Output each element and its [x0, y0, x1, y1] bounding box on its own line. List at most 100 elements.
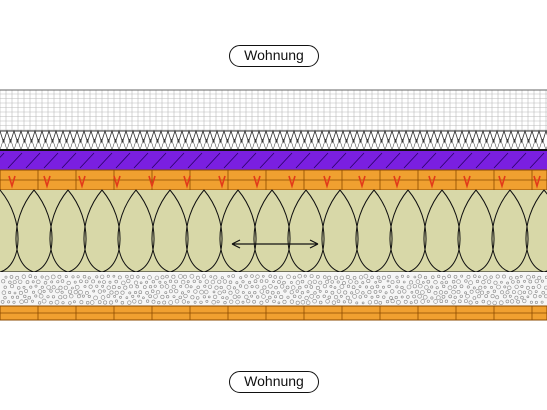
- gravel-pebble: [12, 280, 17, 285]
- gravel-pebble: [378, 289, 382, 293]
- gravel-pebble: [213, 294, 218, 300]
- gravel-pebble: [451, 280, 456, 284]
- gravel-pebble: [318, 289, 322, 293]
- gravel-pebble: [25, 280, 30, 284]
- gravel-pebble: [520, 295, 524, 300]
- gravel-pebble: [102, 289, 106, 293]
- gravel-pebble: [58, 285, 63, 290]
- gravel-pebble: [270, 290, 275, 295]
- gravel-pebble: [426, 279, 431, 284]
- gravel-pebble: [333, 286, 337, 289]
- gravel-pebble: [364, 294, 368, 298]
- gravel-pebble: [37, 301, 42, 305]
- gravel-pebble: [522, 298, 527, 304]
- gravel-pebble: [148, 294, 152, 299]
- nail-marker: [428, 175, 436, 189]
- room-label-top: Wohnung: [229, 45, 319, 67]
- gravel-pebble: [400, 295, 404, 299]
- gravel-pebble: [325, 279, 330, 284]
- gravel-pebble: [106, 294, 111, 298]
- gravel-pebble: [466, 274, 471, 279]
- gravel-pebble: [376, 275, 381, 280]
- gravel-pebble: [537, 275, 542, 280]
- gravel-pebble: [171, 274, 176, 279]
- gravel-pebble: [113, 294, 117, 298]
- gravel-pebble: [430, 296, 434, 300]
- gravel-pebble: [522, 290, 527, 294]
- gravel-pebble: [402, 280, 406, 284]
- timber-board-top-joints: [0, 170, 547, 190]
- gravel-pebble: [108, 280, 112, 284]
- gravel-pebble: [143, 285, 147, 289]
- gravel-pebble: [544, 294, 547, 299]
- grid-background: [0, 90, 547, 131]
- gravel-pebble: [389, 296, 393, 300]
- gravel-pebble: [121, 280, 126, 286]
- gravel-pebble: [57, 274, 62, 279]
- gravel-pebble: [79, 300, 84, 305]
- gravel-pebble: [164, 284, 170, 289]
- gravel-pebble: [178, 295, 183, 300]
- gravel-pebble: [366, 278, 371, 283]
- nail-marker: [463, 175, 471, 189]
- gravel-pebble: [304, 295, 309, 301]
- gravel-pebble: [164, 281, 167, 284]
- gravel-pebble: [17, 286, 21, 290]
- gravel-pebble: [402, 289, 407, 294]
- gravel-pebble: [300, 300, 306, 305]
- gravel-pebble: [538, 294, 542, 298]
- gravel-pebble: [514, 295, 519, 300]
- gravel-pebble: [298, 295, 302, 299]
- gravel-pebble: [220, 276, 224, 280]
- gravel-pebble: [515, 275, 519, 280]
- gravel-pebble: [100, 274, 105, 279]
- gravel-pebble: [481, 299, 485, 304]
- gravel-pebble: [412, 284, 417, 289]
- gravel-pebble: [265, 289, 270, 294]
- gravel-pebble: [486, 290, 490, 294]
- gravel-pebble: [19, 299, 24, 304]
- gravel-pebble: [444, 299, 449, 303]
- gravel-pebble: [78, 289, 83, 295]
- gravel-pebble: [395, 285, 399, 289]
- gravel-pebble: [502, 294, 507, 299]
- gravel-pebble: [159, 284, 164, 289]
- gravel-pebble: [370, 285, 374, 290]
- gravel-pebble: [346, 284, 351, 288]
- gravel-pebble: [447, 274, 452, 279]
- gravel-pebble: [168, 289, 173, 294]
- gravel-pebble: [448, 294, 453, 299]
- gravel-pebble: [331, 300, 337, 305]
- gravel-pebble: [226, 284, 232, 290]
- gravel-pebble: [295, 300, 300, 305]
- gravel-pebble: [120, 301, 125, 305]
- gravel-pebble: [456, 289, 461, 294]
- gravel-pebble: [241, 280, 245, 284]
- gravel-pebble: [333, 275, 338, 280]
- gravel-pebble: [18, 290, 23, 295]
- gravel-pebble: [36, 279, 41, 284]
- gravel-pebble: [37, 289, 43, 294]
- gravel-pebble: [289, 281, 293, 284]
- gravel-pebble: [204, 289, 209, 295]
- gravel-pebble: [464, 279, 468, 283]
- gravel-pebble: [507, 285, 512, 290]
- gravel-pebble: [221, 296, 225, 300]
- gravel-pebble: [464, 291, 468, 295]
- gravel-pebble: [339, 275, 345, 281]
- room-label-bottom: Wohnung: [229, 371, 319, 393]
- gravel-pebble: [81, 294, 85, 298]
- gravel-pebble: [291, 285, 296, 290]
- gravel-pebble: [250, 285, 254, 289]
- gravel-pebble: [506, 281, 510, 285]
- gravel-pebble: [496, 284, 501, 290]
- gravel-pebble: [84, 279, 89, 284]
- timber-board-bottom-outline: [0, 305, 547, 321]
- gravel-pebble: [394, 295, 398, 300]
- gravel-pebble: [24, 299, 29, 304]
- gravel-pebble: [511, 280, 515, 284]
- gravel-pebble: [115, 299, 119, 303]
- gravel-pebble: [255, 274, 260, 279]
- wool-cell: [0, 189, 19, 273]
- gravel-pebble: [256, 295, 260, 299]
